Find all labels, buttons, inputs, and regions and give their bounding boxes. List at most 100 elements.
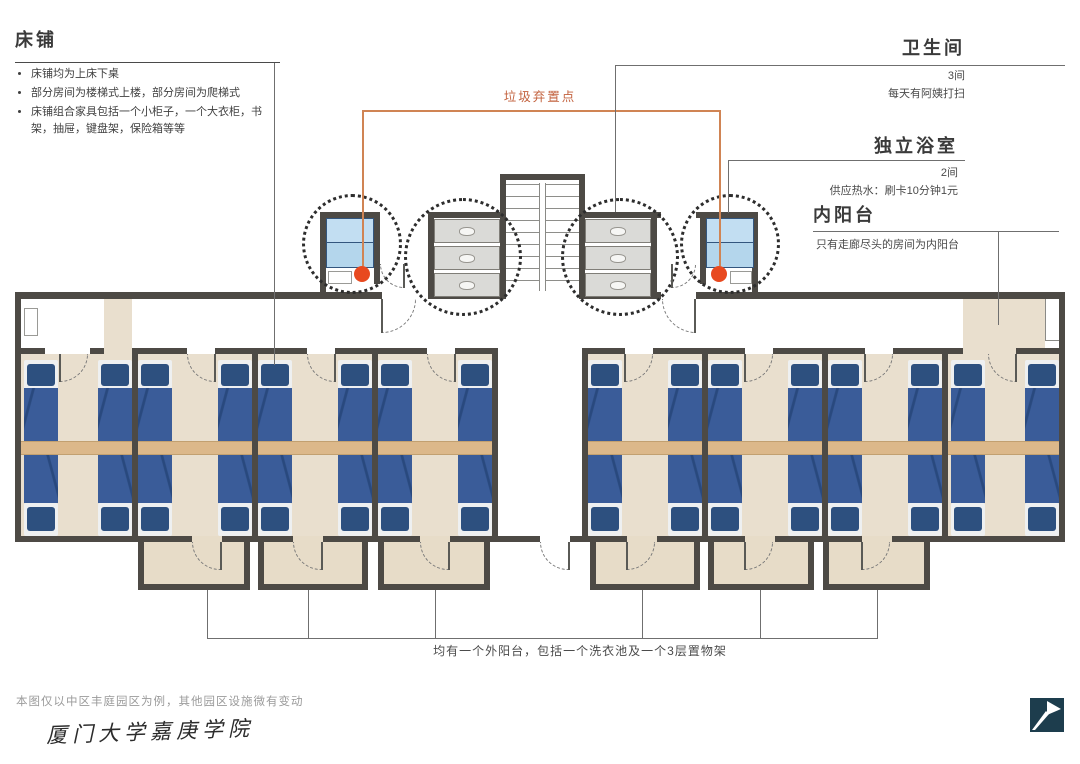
toilet-note: 每天有阿姨打扫 xyxy=(888,87,965,100)
balcony-door-gap xyxy=(627,536,657,542)
bed-bullet: 床铺组合家具包括一个小柜子，一个大衣柜，书架，抽屉，键盘架，保险箱等等 xyxy=(31,104,283,138)
door-leaf xyxy=(59,354,61,382)
door-leaf xyxy=(403,264,405,288)
room-front-wall xyxy=(215,348,255,354)
wall xyxy=(252,348,258,542)
desk-band xyxy=(708,441,822,455)
bed-pillow xyxy=(791,507,819,531)
exterior-wall xyxy=(892,536,1065,542)
exterior-wall xyxy=(657,536,745,542)
room-front-wall xyxy=(375,348,427,354)
balcony-wall xyxy=(708,584,814,590)
wall xyxy=(582,348,588,542)
balcony-wall xyxy=(924,542,930,590)
bed-duvet xyxy=(1025,388,1059,441)
desk-band xyxy=(378,441,492,455)
bed-pillow xyxy=(101,364,129,386)
exterior-wall xyxy=(15,536,192,542)
balcony-door-gap xyxy=(862,536,892,542)
desk-band xyxy=(21,441,132,455)
highlight-circle xyxy=(404,198,522,316)
wall xyxy=(822,348,828,542)
leader-line xyxy=(615,65,616,212)
balcony-wall xyxy=(823,584,930,590)
wall xyxy=(500,174,585,180)
garbage-leader-line xyxy=(719,110,721,266)
end-room-upper-floor xyxy=(104,299,132,354)
bed-duvet xyxy=(218,388,252,441)
bed-duvet xyxy=(24,388,58,441)
bed-duvet xyxy=(338,388,372,441)
bed-pillow xyxy=(381,507,409,531)
balcony-wall xyxy=(138,542,144,590)
bed-pillow xyxy=(461,507,489,531)
bed-duvet xyxy=(458,455,492,503)
bed-duvet xyxy=(708,388,742,441)
garbage-point-label: 垃圾弃置点 xyxy=(503,90,577,104)
balcony-door-gap xyxy=(192,536,222,542)
door-leaf xyxy=(864,354,866,382)
leader-line xyxy=(642,590,643,638)
door-leaf xyxy=(861,542,863,570)
inner-balcony-title: 内阳台 xyxy=(813,205,876,225)
balcony-wall xyxy=(694,542,700,590)
bed-title: 床铺 xyxy=(15,30,57,50)
bed-pillow xyxy=(711,507,739,531)
highlight-circle xyxy=(561,198,679,316)
bed-pillow xyxy=(101,507,129,531)
garbage-point-dot xyxy=(711,266,727,282)
bed-duvet xyxy=(218,455,252,503)
bed-duvet xyxy=(908,388,942,441)
balcony-wall xyxy=(244,542,250,590)
leader-line xyxy=(813,231,1059,232)
bed-bullet-list: 床铺均为上床下桌部分房间为楼梯式上楼，部分房间为爬梯式床铺组合家具包括一个小柜子… xyxy=(31,66,283,138)
garbage-leader-line xyxy=(362,110,720,112)
toilet-count: 3间 xyxy=(947,70,965,82)
bed-pillow xyxy=(591,364,619,386)
room-front-wall xyxy=(1016,348,1059,354)
highlight-circle xyxy=(302,194,402,294)
bed-duvet xyxy=(258,388,292,441)
wall xyxy=(492,348,498,542)
exterior-wall xyxy=(323,536,420,542)
bed-duvet xyxy=(98,455,132,503)
shower-count: 2间 xyxy=(940,167,958,179)
bed-duvet xyxy=(788,388,822,441)
exterior-wall xyxy=(775,536,862,542)
stair-rail xyxy=(539,183,546,291)
desk-band xyxy=(138,441,252,455)
wall xyxy=(942,348,948,542)
leader-line xyxy=(274,62,275,365)
bed-rule xyxy=(15,62,280,63)
room-front-wall xyxy=(773,348,825,354)
bed-pillow xyxy=(911,507,939,531)
sink xyxy=(24,308,38,336)
leader-line xyxy=(760,590,761,638)
bed-pillow xyxy=(141,507,169,531)
room-front-wall xyxy=(653,348,705,354)
bed-duvet xyxy=(668,388,702,441)
garbage-point-dot xyxy=(354,266,370,282)
desk-band xyxy=(828,441,942,455)
leader-line xyxy=(877,590,878,638)
bed-pillow xyxy=(27,364,55,386)
room-front-wall xyxy=(15,348,45,354)
bed-pillow xyxy=(27,507,55,531)
balcony-wall xyxy=(590,542,596,590)
exterior-wall xyxy=(450,536,540,542)
leader-line xyxy=(615,65,1065,66)
balcony-wall xyxy=(708,542,714,590)
balcony-wall xyxy=(378,584,490,590)
outer-balcony-note: 均有一个外阳台，包括一个洗衣池及一个3层置物架 xyxy=(433,644,727,658)
bed-duvet xyxy=(708,455,742,503)
door-leaf xyxy=(220,542,222,570)
bed-pillow xyxy=(954,364,982,386)
door-leaf xyxy=(1015,354,1017,382)
room-front-wall xyxy=(135,348,187,354)
shower-title: 独立浴室 xyxy=(874,136,958,156)
balcony-door-gap xyxy=(293,536,323,542)
leader-line xyxy=(207,638,878,639)
desk-band xyxy=(948,441,1059,455)
bed-pillow xyxy=(791,364,819,386)
